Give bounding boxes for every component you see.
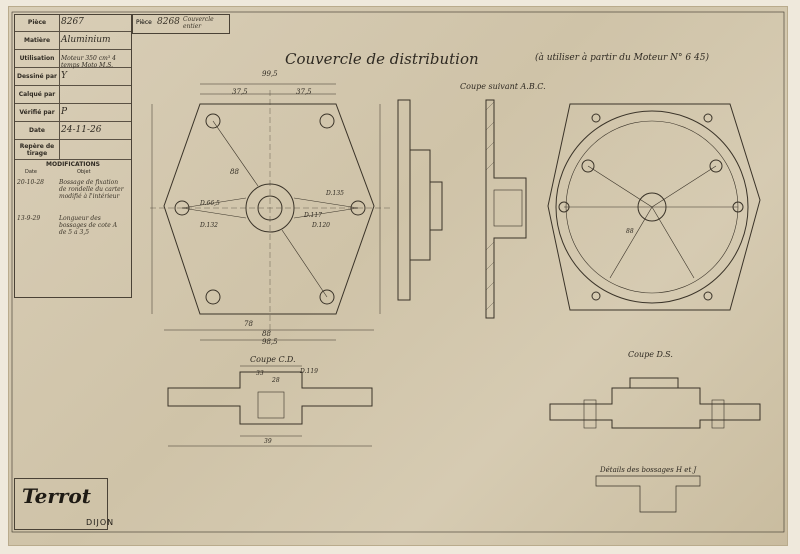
cover-outline bbox=[163, 103, 375, 315]
tb-label: Matière bbox=[23, 37, 51, 44]
side-view-body bbox=[409, 149, 431, 261]
piece-ref-label: Pièce bbox=[136, 19, 152, 26]
tb-row-material: Matière Aluminium bbox=[15, 33, 131, 50]
tb-value: Moteur 350 cm³ 4 temps Moto M.S. bbox=[61, 55, 116, 69]
tb-label: Date bbox=[29, 127, 45, 134]
dimension-text: D.132 bbox=[200, 222, 218, 229]
round-boss bbox=[581, 159, 595, 173]
side-view-flange bbox=[397, 99, 411, 301]
round-boss bbox=[591, 291, 601, 301]
tb-value: 24-11-26 bbox=[61, 125, 102, 135]
tb-row-repere: Repère de tirage bbox=[15, 141, 131, 160]
tb-value: Y bbox=[61, 71, 67, 81]
dimension-text: 98,5 bbox=[262, 338, 278, 346]
title-block: Pièce 8267 Matière Aluminium Utilisation… bbox=[14, 14, 132, 298]
section-ds-label: Coupe D.S. bbox=[628, 350, 673, 359]
tb-label: Calqué par bbox=[18, 91, 56, 98]
mod-date: 13-9-29 bbox=[17, 215, 41, 222]
tb-value: P bbox=[61, 107, 68, 117]
dimension-text: D.117 bbox=[304, 212, 322, 219]
round-boss bbox=[703, 113, 713, 123]
bolt-hole bbox=[319, 289, 335, 305]
dimension-text: 88 bbox=[230, 168, 239, 176]
dimension-text: 33 bbox=[256, 370, 264, 377]
round-boss bbox=[703, 291, 713, 301]
piece-ref-note: Couvercle entier bbox=[183, 16, 214, 30]
dimension-text: 99,5 bbox=[262, 70, 278, 78]
bolt-hole bbox=[319, 113, 335, 129]
title-block-divider bbox=[59, 15, 60, 159]
round-boss bbox=[709, 159, 723, 173]
logo-frame bbox=[14, 478, 108, 530]
section-ds-cap bbox=[629, 377, 679, 389]
dimension-text: D.120 bbox=[312, 222, 330, 229]
section-abc-profile bbox=[485, 99, 527, 319]
tb-row-checked: Vérifié par P bbox=[15, 105, 131, 122]
tb-label: Utilisation bbox=[19, 55, 55, 62]
dimension-text: 37,5 bbox=[232, 88, 248, 96]
sheet-border bbox=[11, 11, 785, 533]
mods-date-header: Date bbox=[25, 169, 37, 175]
dimension-text: D.135 bbox=[326, 190, 344, 197]
boss-h bbox=[583, 399, 597, 429]
dimension-text: 78 bbox=[244, 320, 253, 328]
tb-row-drawn: Dessiné par Y bbox=[15, 69, 131, 86]
bolt-hole bbox=[205, 113, 221, 129]
mod-text: Bossage de fixation de rondelle du carte… bbox=[59, 179, 124, 200]
dimension-text: D.66,5 bbox=[200, 200, 220, 207]
detail-boss bbox=[595, 475, 701, 513]
tb-row-use: Utilisation Moteur 350 cm³ 4 temps Moto … bbox=[15, 51, 131, 69]
tb-row-traced: Calqué par bbox=[15, 87, 131, 104]
dimension-text: 28 bbox=[272, 377, 280, 384]
tb-row-piece: Pièce 8267 bbox=[15, 15, 131, 32]
piece-reference: Pièce 8268 Couvercle entier bbox=[132, 14, 230, 34]
tb-label: Pièce bbox=[27, 19, 47, 26]
detail-note: Détails des bossages H et J bbox=[600, 466, 697, 474]
section-abc-hub bbox=[493, 189, 523, 227]
dimension-text: D.119 bbox=[300, 368, 318, 375]
piece-ref-number: 8268 bbox=[157, 17, 180, 27]
dimension-text: 39 bbox=[264, 438, 272, 445]
section-cd-bore bbox=[257, 391, 285, 419]
modifications-title: MODIFICATIONS bbox=[46, 161, 100, 168]
mod-date: 20-10-28 bbox=[17, 179, 44, 186]
tb-row-date: Date 24-11-26 bbox=[15, 123, 131, 140]
section-cd-profile bbox=[167, 371, 373, 425]
side-view-boss bbox=[429, 181, 443, 231]
tb-label: Dessiné par bbox=[17, 73, 57, 80]
mods-object-header: Objet bbox=[77, 169, 91, 175]
dimension-text: 88 bbox=[262, 330, 271, 338]
tb-label: Vérifié par bbox=[19, 109, 55, 116]
round-cover-rim bbox=[555, 110, 749, 304]
boss-j bbox=[711, 399, 725, 429]
bolt-hole bbox=[205, 289, 221, 305]
section-abc-label: Coupe suivant A.B.C. bbox=[460, 82, 546, 91]
tb-value: 8267 bbox=[61, 17, 84, 27]
round-boss bbox=[591, 113, 601, 123]
mod-text: Longueur des bossages de cote A de 5 a 3… bbox=[59, 215, 118, 236]
tb-value: Aluminium bbox=[61, 35, 111, 45]
drawing-subtitle: (à utiliser à partir du Moteur N° 6 45) bbox=[535, 53, 709, 63]
logo-city: DIJON bbox=[86, 518, 115, 527]
section-ds-profile bbox=[549, 387, 761, 429]
drawing-title: Couvercle de distribution bbox=[285, 50, 479, 68]
round-cover-outline bbox=[547, 103, 761, 311]
terrot-logo: Terrot bbox=[22, 484, 91, 508]
dimension-text: 88 bbox=[626, 228, 634, 235]
dimension-text: 37,5 bbox=[296, 88, 312, 96]
section-cd-label: Coupe C.D. bbox=[250, 355, 296, 364]
tb-label: Repère de tirage bbox=[19, 143, 55, 157]
